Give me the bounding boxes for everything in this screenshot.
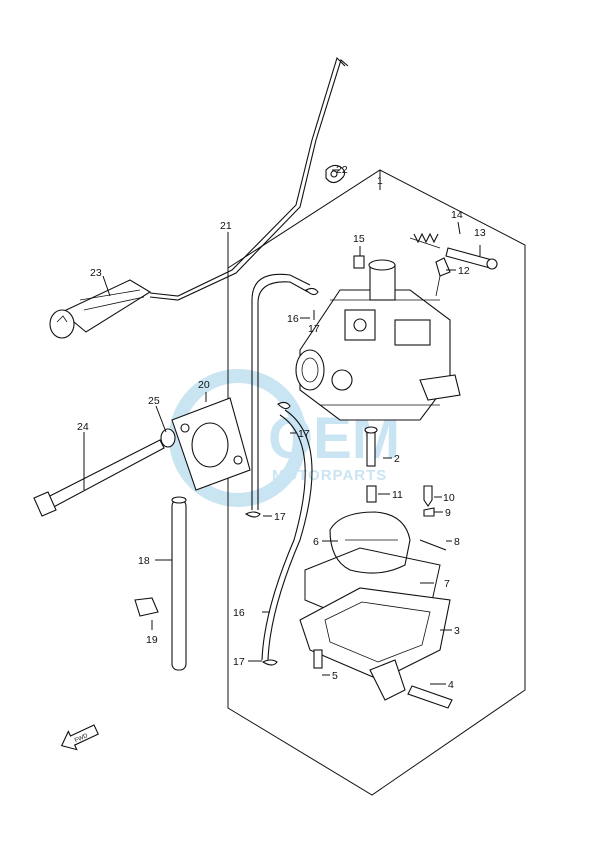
- callout-6: 6: [313, 536, 319, 548]
- fuel-hose-lower: [261, 409, 313, 661]
- callout-5: 5: [332, 670, 338, 682]
- float-needle: [423, 485, 433, 507]
- carburetor-body: [295, 259, 461, 421]
- callout-22: 22: [336, 164, 348, 176]
- callout-3: 3: [454, 625, 460, 637]
- watermark: OEM MOTORPARTS: [169, 369, 400, 507]
- callout-17-a: 17: [308, 323, 320, 335]
- callout-10: 10: [443, 492, 455, 504]
- callout-20: 20: [198, 379, 210, 391]
- callout-4: 4: [448, 679, 454, 691]
- leader-lines: [83, 169, 481, 685]
- watermark-tagline: MOTORPARTS: [272, 467, 387, 484]
- callout-2: 2: [394, 453, 400, 465]
- gasket: [171, 397, 251, 491]
- callout-12: 12: [458, 265, 470, 277]
- callout-23: 23: [90, 267, 102, 279]
- choke-knob: [49, 279, 152, 339]
- fwd-label: FWD: [74, 733, 90, 744]
- float: [329, 511, 411, 574]
- spring-screw: [409, 232, 498, 270]
- callout-16-upper: 16: [287, 313, 299, 325]
- callout-13: 13: [474, 227, 486, 239]
- drain-screw: [407, 685, 453, 709]
- main-jet-small: [366, 485, 377, 503]
- hose-clip: [244, 287, 319, 666]
- callout-8: 8: [454, 536, 460, 548]
- callout-16-lower: 16: [233, 607, 245, 619]
- callout-18: 18: [138, 555, 150, 567]
- float-bowl: [299, 587, 451, 701]
- throttle-rod: [149, 56, 349, 301]
- callout-1: 1: [377, 175, 383, 187]
- mounting-bolt: [33, 428, 176, 517]
- callout-9: 9: [445, 507, 451, 519]
- callout-17-d: 17: [233, 656, 245, 668]
- callouts: 1 2 3 4 5 6 7 8 9 10 11 12 13 14 15 16 1…: [77, 164, 486, 691]
- callout-21: 21: [220, 220, 232, 232]
- callout-17-b: 17: [298, 428, 310, 440]
- callout-14: 14: [451, 209, 463, 221]
- callout-11: 11: [392, 489, 403, 501]
- float-pin: [419, 539, 447, 551]
- callout-25: 25: [148, 395, 160, 407]
- callout-15: 15: [353, 233, 365, 245]
- fwd-arrow-icon: FWD: [60, 724, 99, 751]
- bowl-screw: [313, 649, 323, 669]
- cap: [353, 255, 365, 269]
- pilot-screw: [435, 257, 451, 297]
- hose-clamp: [134, 597, 159, 617]
- callout-17-c: 17: [274, 511, 286, 523]
- callout-19: 19: [146, 634, 158, 646]
- fuel-hose-upper: [251, 273, 311, 510]
- callout-7: 7: [444, 578, 450, 590]
- needle-clip: [423, 507, 435, 517]
- callout-24: 24: [77, 421, 89, 433]
- drain-tube: [171, 496, 187, 671]
- main-jet: [364, 426, 378, 467]
